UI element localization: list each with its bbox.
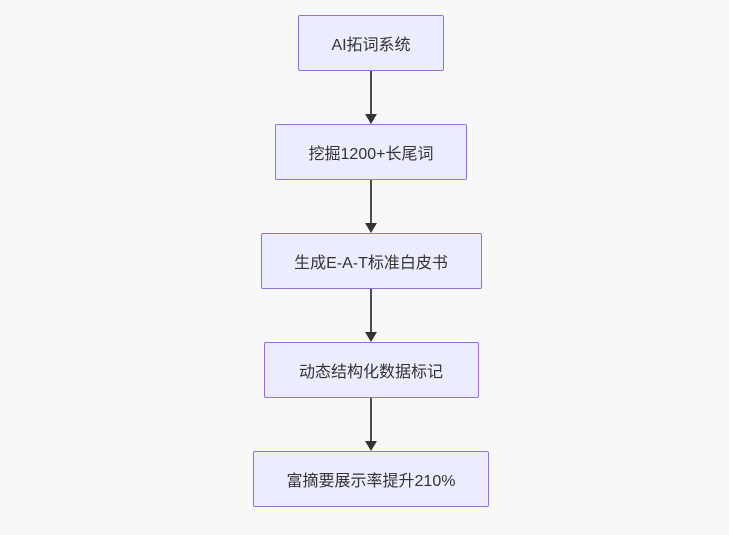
flowchart-node-rich-snippet-result: 富摘要展示率提升210% [253, 451, 489, 507]
flow-arrow-2-3 [365, 180, 377, 233]
flowchart-node-longtail-mining: 挖掘1200+长尾词 [275, 124, 467, 180]
arrow-line [370, 180, 372, 223]
node-label: 富摘要展示率提升210% [286, 473, 456, 490]
arrow-line [370, 289, 372, 332]
arrowhead-down-icon [365, 114, 377, 124]
flowchart-node-structured-data: 动态结构化数据标记 [263, 342, 479, 398]
flow-arrow-3-4 [365, 289, 377, 342]
flow-arrow-4-5 [365, 398, 377, 451]
flowchart: AI拓词系统 挖掘1200+长尾词 生成E-A-T标准白皮书 动态结构化数据标记… [253, 15, 489, 507]
node-label: 生成E-A-T标准白皮书 [294, 255, 448, 272]
arrowhead-down-icon [365, 332, 377, 342]
arrow-line [370, 398, 372, 441]
node-label: AI拓词系统 [331, 37, 411, 54]
node-label: 挖掘1200+长尾词 [308, 146, 434, 163]
node-label: 动态结构化数据标记 [298, 364, 443, 381]
flowchart-node-ai-word-expansion: AI拓词系统 [298, 15, 444, 71]
flowchart-node-eat-whitepaper: 生成E-A-T标准白皮书 [260, 233, 482, 289]
arrowhead-down-icon [365, 441, 377, 451]
arrowhead-down-icon [365, 223, 377, 233]
arrow-line [370, 71, 372, 114]
flow-arrow-1-2 [365, 71, 377, 124]
